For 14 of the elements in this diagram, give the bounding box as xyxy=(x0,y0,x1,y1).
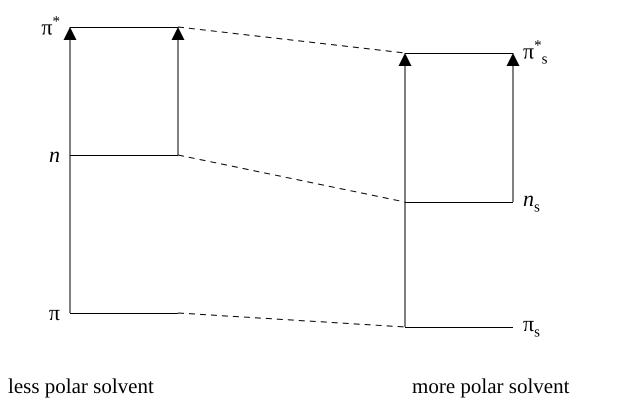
transition-arrow xyxy=(64,26,76,314)
level-label: n xyxy=(48,144,60,166)
dashed-connector xyxy=(178,154,406,202)
level-label: π$_{s}$ xyxy=(523,313,541,341)
level-label: π xyxy=(48,302,60,324)
transition-arrow xyxy=(506,52,520,202)
solvent-caption: more polar solvent xyxy=(412,374,570,399)
level-label: n$_{s}$ xyxy=(523,188,541,216)
transition-arrow xyxy=(172,26,184,156)
dashed-connector xyxy=(178,26,406,54)
dashed-connector xyxy=(178,312,406,328)
solvent-caption: less polar solvent xyxy=(8,374,154,399)
level-label: π$^{*}$ xyxy=(40,15,60,39)
transition-arrow xyxy=(398,52,412,328)
